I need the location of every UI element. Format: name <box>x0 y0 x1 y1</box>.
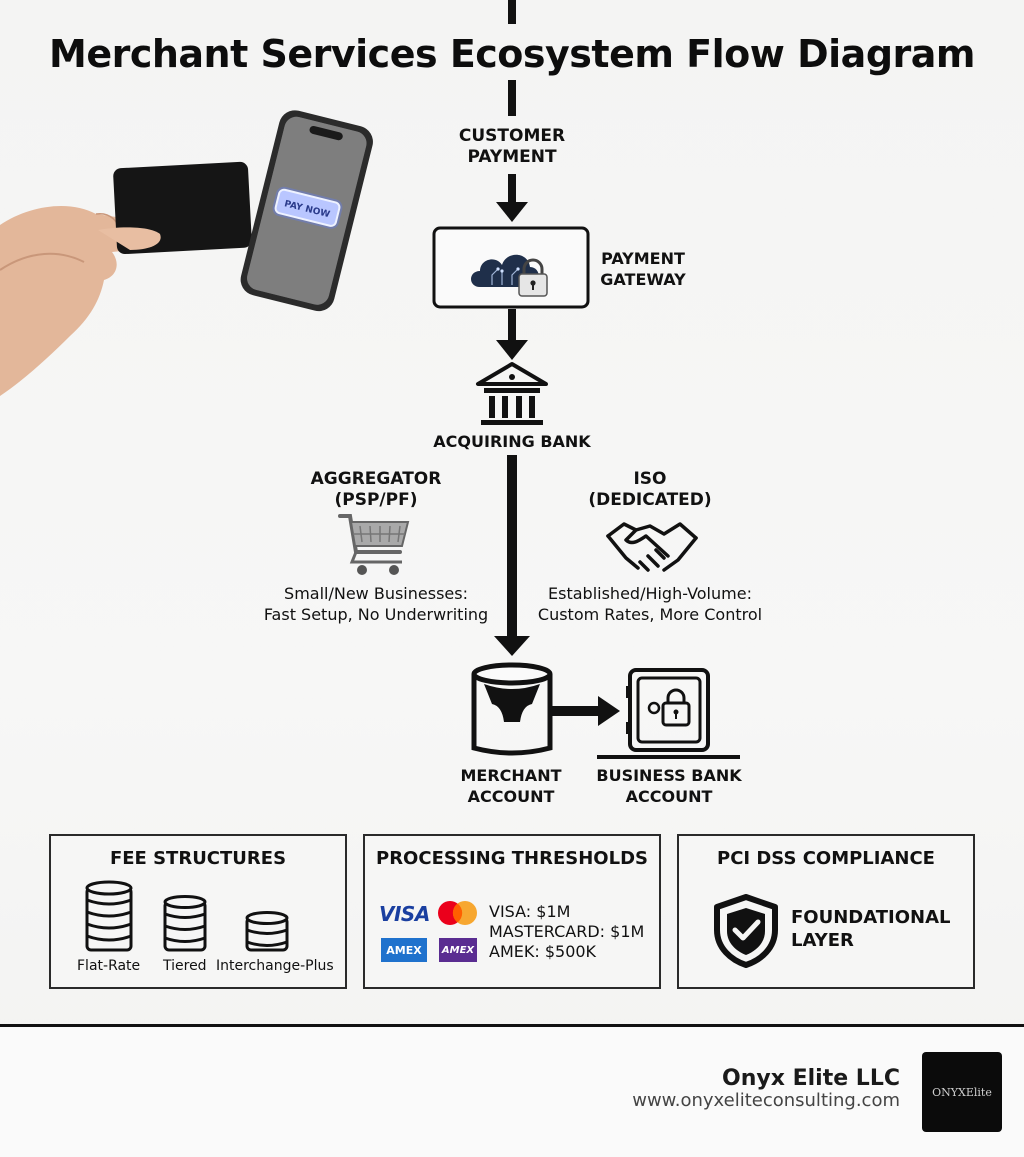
merchant-account-label: MERCHANT ACCOUNT <box>460 766 562 806</box>
fee-structures-card: FEE STRUCTURES Flat-Rate Tiered Intercha… <box>49 834 347 989</box>
company-url[interactable]: www.onyxeliteconsulting.com <box>632 1090 900 1111</box>
shield-check-icon <box>714 894 778 968</box>
threshold-list: VISA: $1M MASTERCARD: $1M AMEK: $500K <box>489 902 644 962</box>
visa-logo: VISA <box>379 902 430 926</box>
onyx-elite-logo: ONYXElite <box>922 1052 1002 1132</box>
hand-card-phone-illustration: PAY NOW <box>0 110 373 396</box>
aggregator-description: Small/New Businesses: Fast Setup, No Und… <box>263 584 489 624</box>
iso-title: ISO (DEDICATED) <box>588 469 712 510</box>
footer-bar <box>0 1024 1024 1157</box>
arrow-customer-to-gateway <box>496 174 528 222</box>
threshold-mastercard: MASTERCARD: $1M <box>489 922 645 941</box>
fee-item-interchange-plus: Interchange-Plus <box>216 958 334 974</box>
iso-description: Established/High-Volume: Custom Rates, M… <box>537 584 763 624</box>
coin-stacks-icons <box>85 880 289 952</box>
business-bank-account-label: BUSINESS BANK ACCOUNT <box>596 766 742 806</box>
merchant-account-icon <box>471 662 553 756</box>
customer-payment-label: CUSTOMER PAYMENT <box>458 126 566 167</box>
mastercard-logo <box>438 901 477 925</box>
pci-dss-text: FOUNDATIONAL LAYER <box>791 907 951 951</box>
handshake-icon <box>606 522 698 572</box>
pci-dss-card: PCI DSS COMPLIANCE FOUNDATIONAL LAYER <box>677 834 975 989</box>
processing-thresholds-card: PROCESSING THRESHOLDS VISA AMEX AMEX VIS… <box>363 834 661 989</box>
acquiring-bank-label: ACQUIRING BANK <box>433 432 591 451</box>
vault-icon <box>626 668 710 752</box>
coin-stack-interchange-plus-icon <box>245 911 289 952</box>
amex-logo: AMEX <box>381 938 427 962</box>
amex-alt-logo: AMEX <box>439 938 477 962</box>
threshold-visa: VISA: $1M <box>489 902 571 921</box>
fee-item-flat-rate: Flat-Rate <box>77 958 141 974</box>
payment-gateway-label: PAYMENT GATEWAY <box>600 249 686 289</box>
bank-icon <box>476 362 548 425</box>
fee-item-tiered: Tiered <box>163 958 207 974</box>
arrow-merchant-to-business-bank <box>552 696 620 726</box>
coin-stack-tiered-icon <box>163 895 207 952</box>
processing-thresholds-title: PROCESSING THRESHOLDS <box>376 848 648 869</box>
top-dashed-line <box>508 0 516 116</box>
threshold-amex: AMEK: $500K <box>489 942 597 961</box>
pci-dss-title: PCI DSS COMPLIANCE <box>717 848 935 869</box>
logo-wordmark: ONYXElite <box>932 1085 992 1099</box>
coin-stack-flat-rate-icon <box>85 880 133 952</box>
aggregator-title: AGGREGATOR (PSP/PF) <box>310 469 442 510</box>
flow-graphics: PAY NOW <box>0 0 740 759</box>
cloud-lock-icon <box>471 254 548 297</box>
arrow-bank-to-merchant <box>494 455 530 656</box>
fee-structures-title: FEE STRUCTURES <box>109 848 287 869</box>
arrow-gateway-to-bank <box>496 309 528 360</box>
vault-base-line <box>597 755 740 759</box>
shopping-cart-icon <box>338 514 410 575</box>
diagram-title: Merchant Services Ecosystem Flow Diagram <box>49 32 976 76</box>
company-name: Onyx Elite LLC <box>722 1066 900 1091</box>
